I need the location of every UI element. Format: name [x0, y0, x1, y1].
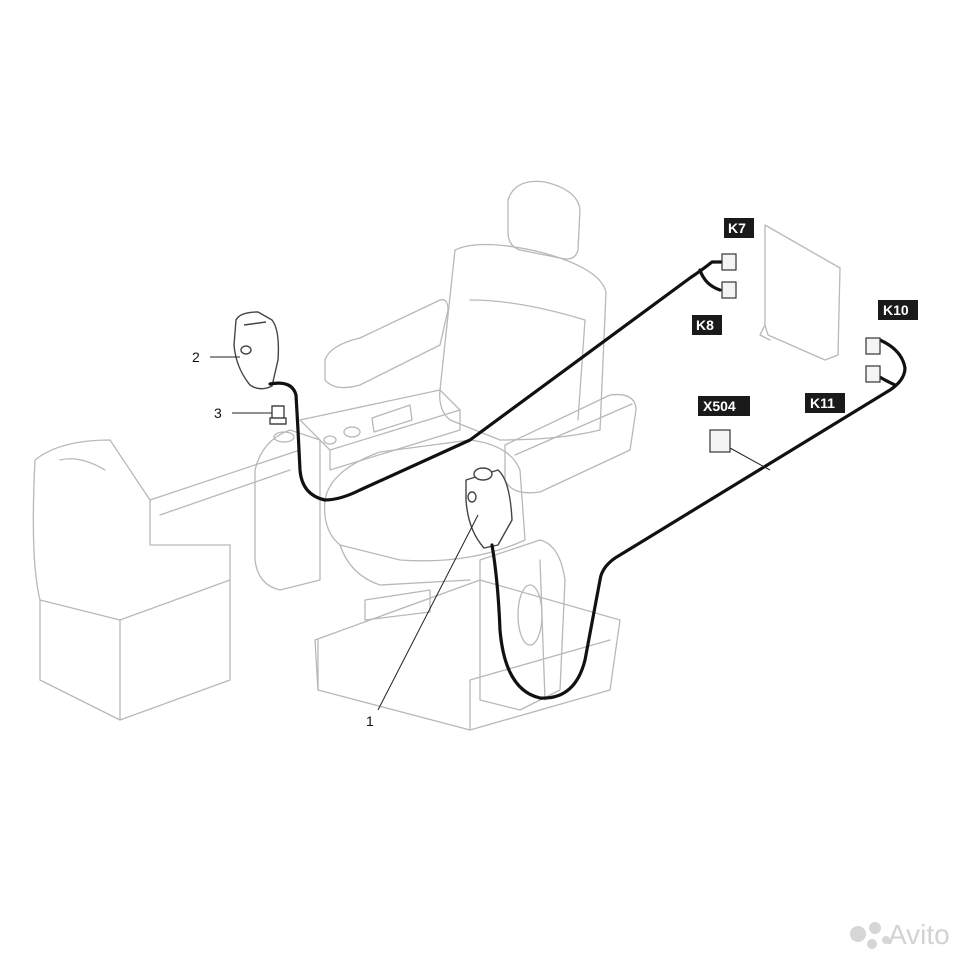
plug-3 — [269, 405, 295, 443]
callout-2: 2 — [192, 349, 200, 365]
cable-harness — [268, 260, 907, 700]
avito-logo-icon — [850, 922, 890, 949]
callout-leaders — [210, 356, 479, 711]
cable-x504-branch — [729, 447, 771, 471]
tag-x504-label: X504 — [703, 398, 736, 414]
connector-k7-block — [721, 253, 737, 271]
connector-k11-block — [865, 365, 881, 383]
tag-k8-label: K8 — [696, 317, 714, 333]
cable-right-joystick — [490, 338, 907, 700]
cable-left-joystick — [268, 260, 724, 502]
tag-k11: K11 — [805, 393, 845, 413]
connector-blocks — [709, 253, 881, 453]
tag-k10-label: K10 — [883, 302, 909, 318]
callout-1: 1 — [366, 713, 374, 729]
watermark: Avito — [850, 919, 950, 950]
cable-k8-branch — [698, 268, 722, 292]
tag-k7-label: K7 — [728, 220, 746, 236]
connector-k8-block — [721, 281, 737, 299]
callout-3: 3 — [214, 405, 222, 421]
connector-x504-block — [709, 429, 731, 453]
tag-k11-label: K11 — [810, 395, 835, 411]
tag-k10: K10 — [878, 300, 918, 320]
tag-k7: K7 — [724, 218, 754, 238]
connector-k10-block — [865, 337, 881, 355]
joystick-right — [465, 467, 513, 549]
tag-k8: K8 — [692, 315, 722, 335]
watermark-text: Avito — [888, 919, 950, 950]
joystick-left — [233, 311, 280, 390]
tag-x504: X504 — [698, 396, 750, 416]
seat-illustration — [32, 180, 841, 731]
